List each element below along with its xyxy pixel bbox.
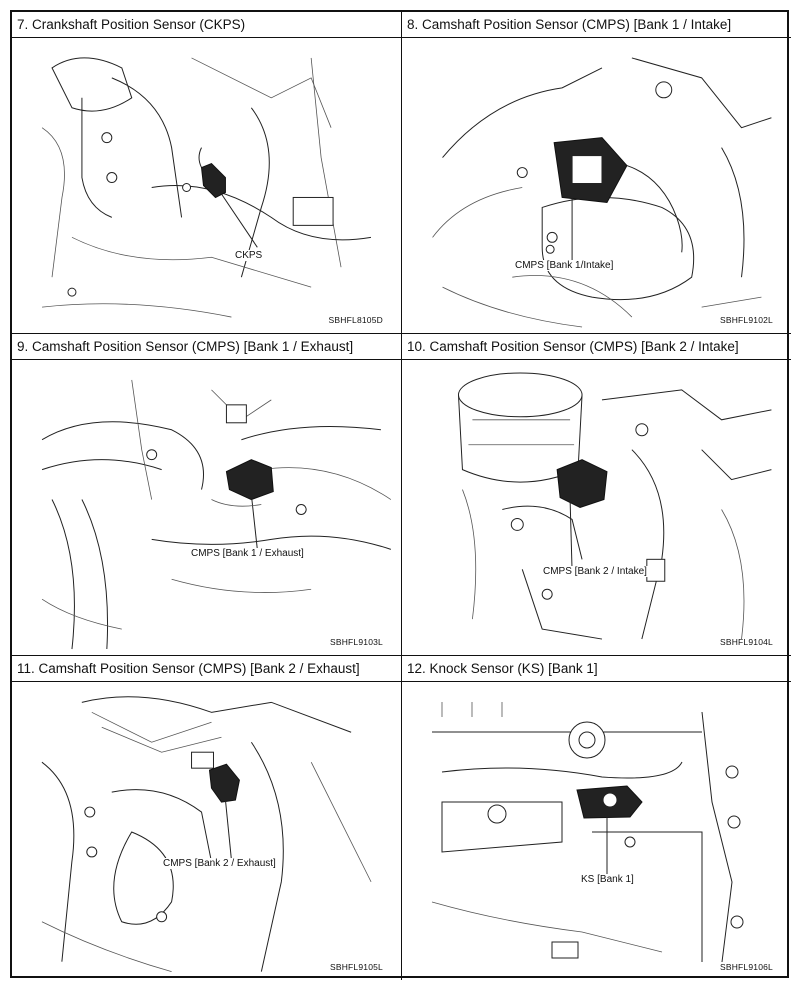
ks-bank1-line-drawing [431, 702, 744, 963]
ckps-line-drawing [41, 57, 372, 318]
figure-code: SBHFL9102L [719, 315, 773, 325]
cmps-bank1-exhaust-line-drawing [41, 379, 392, 650]
panel-title: 10. Camshaft Position Sensor (CMPS) [Ban… [402, 334, 791, 360]
panel-title: 7. Crankshaft Position Sensor (CKPS) [12, 12, 401, 38]
panel-ckps: 7. Crankshaft Position Sensor (CKPS) [12, 12, 402, 334]
engine-illustration: KS [Bank 1] SBHFL9106L [402, 682, 791, 980]
panel-cmps-bank1-exhaust: 9. Camshaft Position Sensor (CMPS) [Bank… [12, 334, 402, 656]
panel-title: 9. Camshaft Position Sensor (CMPS) [Bank… [12, 334, 401, 360]
cmps-bank1-intake-line-drawing [432, 57, 772, 328]
figure-code: SBHFL9103L [329, 637, 383, 647]
cmps-callout: CMPS [Bank 2 / Intake] [542, 566, 648, 577]
figure-code: SBHFL9106L [719, 962, 773, 972]
ckps-callout: CKPS [234, 250, 264, 261]
figure-code: SBHFL8105D [328, 315, 383, 325]
panel-cmps-bank2-exhaust: 11. Camshaft Position Sensor (CMPS) [Ban… [12, 656, 402, 980]
cmps-bank2-intake-line-drawing [457, 372, 772, 640]
cmps-callout: CMPS [Bank 1/Intake] [514, 260, 615, 271]
ks-callout: KS [Bank 1] [580, 874, 635, 885]
figure-code: SBHFL9104L [719, 637, 773, 647]
engine-illustration: CMPS [Bank 2 / Intake] SBHFL9104L [402, 360, 791, 655]
cmps-bank2-exhaust-line-drawing [41, 696, 372, 973]
engine-illustration: CMPS [Bank 1/Intake] SBHFL9102L [402, 38, 791, 333]
sensor-location-sheet: 7. Crankshaft Position Sensor (CKPS) [10, 10, 791, 980]
panel-cmps-bank2-intake: 10. Camshaft Position Sensor (CMPS) [Ban… [402, 334, 791, 656]
panel-ks-bank1: 12. Knock Sensor (KS) [Bank 1] [402, 656, 791, 980]
figure-code: SBHFL9105L [329, 962, 383, 972]
cmps-callout: CMPS [Bank 2 / Exhaust] [162, 858, 277, 869]
cmps-callout: CMPS [Bank 1 / Exhaust] [190, 548, 305, 559]
engine-illustration: CMPS [Bank 1 / Exhaust] SBHFL9103L [12, 360, 401, 655]
panel-cmps-bank1-intake: 8. Camshaft Position Sensor (CMPS) [Bank… [402, 12, 791, 334]
panel-title: 8. Camshaft Position Sensor (CMPS) [Bank… [402, 12, 791, 38]
engine-illustration: CKPS SBHFL8105D [12, 38, 401, 333]
panel-title: 12. Knock Sensor (KS) [Bank 1] [402, 656, 791, 682]
panel-title: 11. Camshaft Position Sensor (CMPS) [Ban… [12, 656, 401, 682]
engine-illustration: CMPS [Bank 2 / Exhaust] SBHFL9105L [12, 682, 401, 980]
